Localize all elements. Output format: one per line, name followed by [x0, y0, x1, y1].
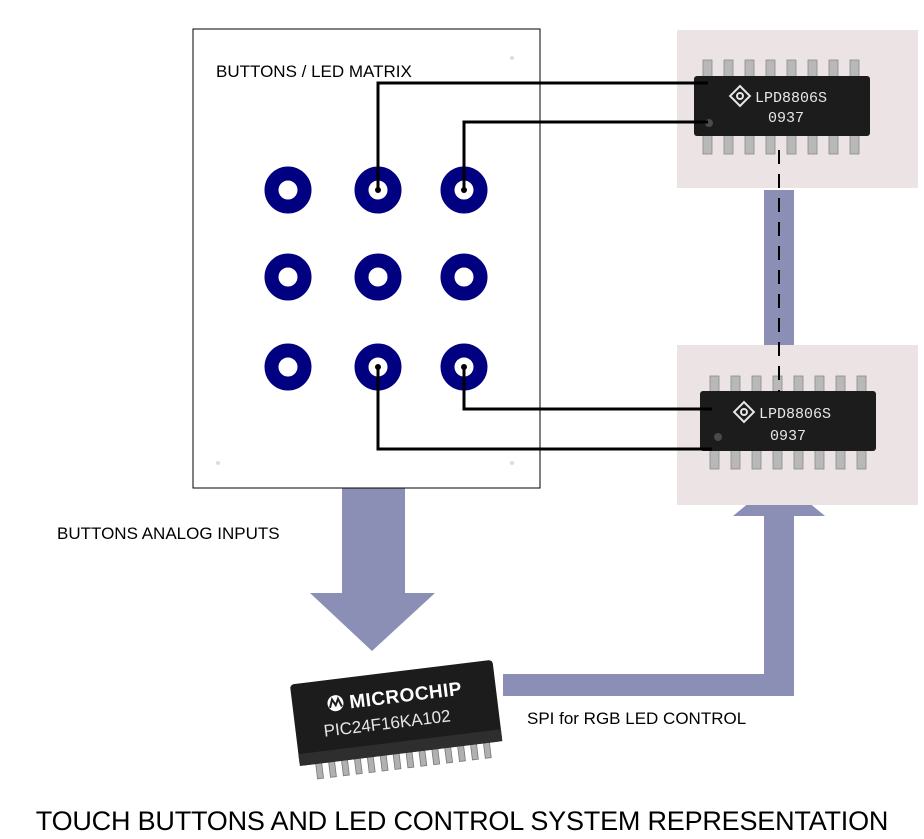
chip-logo-icon — [732, 400, 756, 424]
touch-button-1-1[interactable] — [264, 166, 312, 214]
wiring — [376, 81, 712, 451]
spi-arrow — [503, 478, 825, 696]
touch-button-2-1[interactable] — [264, 253, 312, 301]
led-driver-top-part: LPD8806S — [755, 90, 827, 107]
analog-inputs-label: BUTTONS ANALOG INPUTS — [57, 524, 280, 543]
chip-logo-icon — [728, 84, 752, 108]
led-driver-chip-bottom: LPD8806S 0937 — [677, 345, 918, 505]
spi-label: SPI for RGB LED CONTROL — [527, 709, 747, 728]
matrix-title: BUTTONS / LED MATRIX — [216, 62, 412, 81]
led-driver-top-code: 0937 — [768, 110, 804, 127]
touch-button-grid — [264, 166, 488, 391]
page-title: TOUCH BUTTONS AND LED CONTROL SYSTEM REP… — [35, 806, 889, 836]
led-driver-bottom-code: 0937 — [770, 428, 806, 445]
microchip-logo-icon — [327, 695, 344, 712]
led-driver-chip-top: LPD8806S 0937 — [677, 30, 918, 188]
touch-button-2-3[interactable] — [440, 253, 488, 301]
touch-button-3-1[interactable] — [264, 343, 312, 391]
touch-button-2-2[interactable] — [354, 253, 402, 301]
analog-inputs-arrow — [310, 440, 435, 651]
led-driver-bottom-part: LPD8806S — [759, 406, 831, 423]
microcontroller-chip: MICROCHIP PIC24F16KA102 — [290, 660, 503, 780]
